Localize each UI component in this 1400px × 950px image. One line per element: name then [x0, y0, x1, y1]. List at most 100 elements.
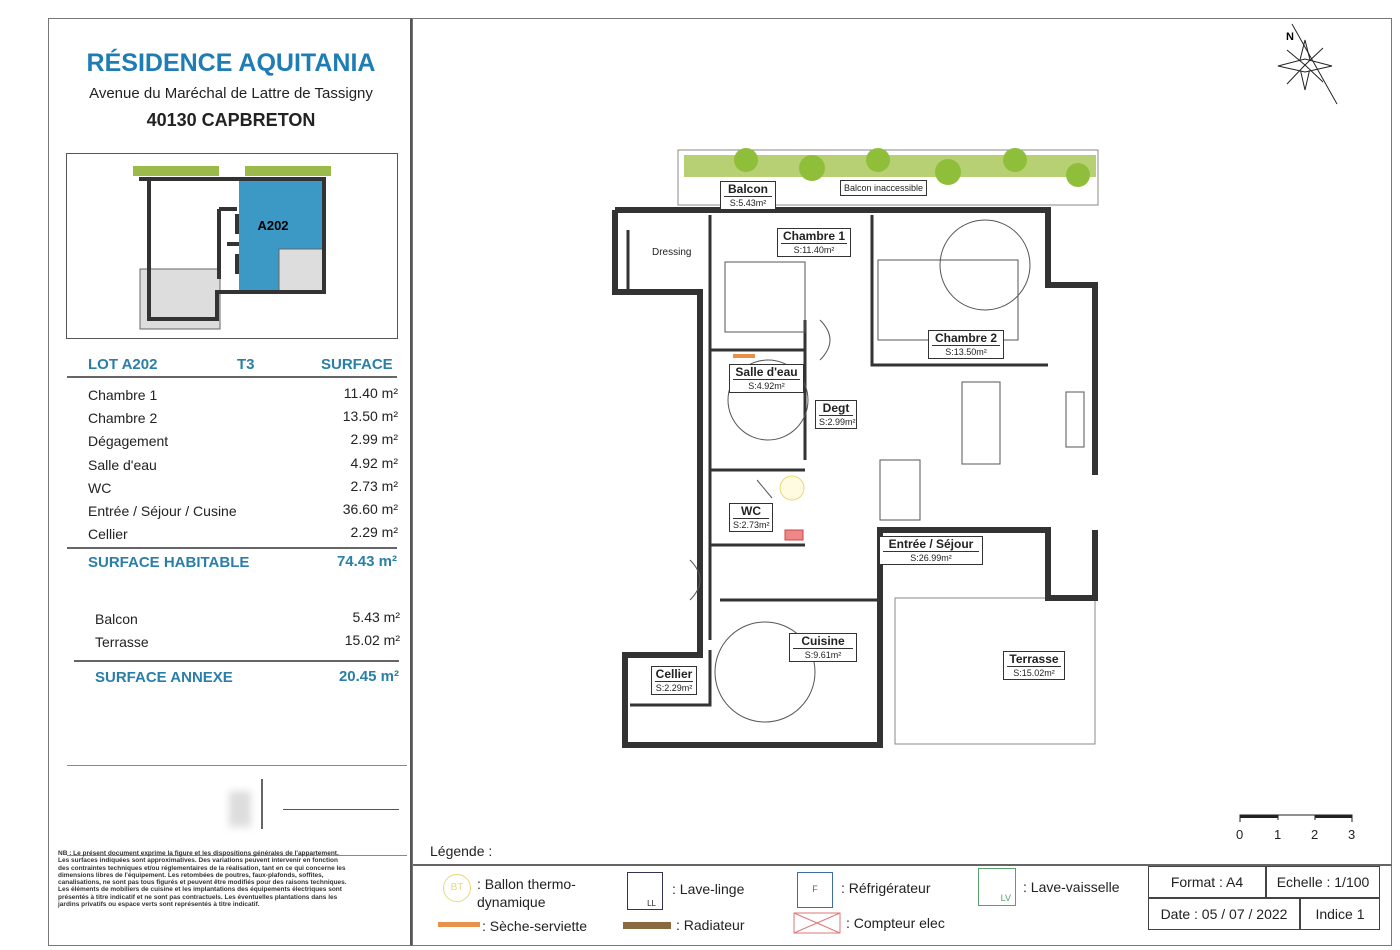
- residence-title: RÉSIDENCE AQUITANIA: [86, 49, 376, 77]
- room-area: 13.50 m²: [342, 408, 398, 425]
- lave-linge-icon: LL: [627, 872, 663, 910]
- room-name: Terrasse: [95, 634, 149, 650]
- annex-table: Balcon 5.43 m² Terrasse 15.02 m²: [95, 609, 400, 657]
- legend-f: : Réfrigérateur: [841, 880, 931, 896]
- room-area: 5.43 m²: [352, 609, 400, 625]
- surface-row: WC 2.73 m²: [88, 477, 398, 503]
- divider: [67, 855, 407, 856]
- annex-label: SURFACE ANNEXE: [95, 669, 233, 686]
- date-cell: Date : 05 / 07 / 2022: [1148, 898, 1300, 930]
- surface-row: Cellier 2.29 m²: [88, 524, 398, 549]
- planters: [684, 148, 1096, 187]
- legend-compteur: : Compteur elec: [846, 915, 945, 931]
- refrigerateur-icon: F: [797, 872, 833, 908]
- key-plan: A202: [66, 153, 398, 339]
- balcon-inaccessible-label: Balcon inaccessible: [840, 180, 928, 196]
- room-name: Balcon: [95, 611, 138, 627]
- divider: [67, 376, 397, 378]
- room-area: 2.99 m²: [350, 431, 398, 448]
- city: 40130 CAPBRETON: [146, 110, 316, 130]
- room-name: WC: [88, 479, 112, 496]
- compass-north: N: [1286, 31, 1294, 43]
- rooms-table: Chambre 1 11.40 m² Chambre 2 13.50 m² Dégage…: [88, 385, 398, 549]
- scale-tick: 3: [1348, 827, 1356, 842]
- radiateur-icon: [623, 922, 671, 929]
- room-name: Chambre 1: [88, 387, 158, 403]
- scale-tick: 1: [1274, 827, 1282, 842]
- compteur-elec-icon: [793, 912, 841, 934]
- room-area: 4.92 m²: [350, 454, 398, 471]
- key-plan-drawing: A202: [133, 166, 331, 330]
- room-area: 15.02 m²: [344, 632, 400, 648]
- planter: [133, 166, 219, 176]
- format-cell: Format : A4: [1148, 866, 1266, 898]
- echelle-cell: Echelle : 1/100: [1266, 866, 1380, 898]
- towel-dryer-symbol: [733, 354, 755, 358]
- room-name: Cellier: [88, 526, 128, 543]
- room-name: Dégagement: [88, 433, 169, 450]
- divider: [67, 547, 397, 549]
- planter: [245, 166, 331, 176]
- legend-title: Légende :: [430, 843, 493, 859]
- blurred-signature: [229, 791, 251, 827]
- lot-label: A202: [257, 218, 288, 233]
- meter-symbol: [784, 529, 804, 541]
- terrace-area: [894, 597, 1096, 745]
- room-name: Chambre 2: [88, 410, 158, 427]
- room-area: 36.60 m²: [342, 500, 398, 517]
- compass-icon: [1277, 23, 1338, 105]
- signature-line: [283, 809, 399, 810]
- bt-icon: BT: [443, 874, 471, 902]
- legend-radiateur: : Radiateur: [676, 917, 745, 933]
- info-panel: RÉSIDENCE AQUITANIA Avenue du Maréchal d…: [48, 18, 412, 946]
- disclaimer: NB : Le présent document exprime la figu…: [58, 850, 347, 909]
- legend-bt: : Ballon thermo-dynamique: [477, 876, 576, 910]
- scale-bar: [1239, 814, 1353, 822]
- surface-row: Salle d'eau 4.92 m²: [88, 454, 398, 480]
- surface-row: Entrée / Séjour / Cusine 36.60 m²: [88, 500, 398, 526]
- surface-row: Terrasse 15.02 m²: [95, 632, 400, 657]
- legend-ll: : Lave-linge: [672, 881, 745, 897]
- annex-total: 20.45 m²: [338, 668, 399, 685]
- room-area: 2.73 m²: [350, 477, 398, 494]
- interior-walls: [623, 215, 1048, 745]
- lot-number: LOT A202: [88, 356, 158, 373]
- surface-row: Dégagement 2.99 m²: [88, 431, 398, 456]
- room-area: 2.29 m²: [350, 524, 398, 541]
- legend-seche: : Sèche-serviette: [482, 918, 588, 934]
- surface-header: SURFACE: [321, 356, 393, 373]
- habitable-total: 74.43 m²: [336, 553, 397, 570]
- lot-type: T3: [237, 356, 255, 373]
- surface-row: Chambre 2 13.50 m²: [88, 408, 398, 433]
- lave-vaisselle-icon: LV: [978, 868, 1016, 906]
- seche-serviette-icon: [438, 922, 480, 927]
- habitable-label: SURFACE HABITABLE: [88, 554, 250, 571]
- indice-cell: Indice 1: [1300, 898, 1380, 930]
- divider: [74, 660, 399, 662]
- legend-lv: : Lave-vaisselle: [1023, 879, 1120, 895]
- dressing-label: Dressing: [652, 247, 692, 258]
- plan-panel: [412, 18, 1392, 946]
- room-area: 11.40 m²: [343, 385, 398, 401]
- bt-symbol: [779, 475, 805, 501]
- divider: [67, 765, 407, 766]
- scale-tick: 0: [1236, 827, 1244, 842]
- balcony-inaccessible-area: [677, 149, 1099, 206]
- room-name: Entrée / Séjour / Cusine: [88, 502, 237, 519]
- address: Avenue du Maréchal de Lattre de Tassigny: [89, 85, 373, 102]
- terrace: [278, 248, 325, 293]
- signature-divider: [261, 779, 263, 829]
- surface-row: Balcon 5.43 m²: [95, 609, 400, 634]
- room-name: Salle d'eau: [88, 456, 157, 473]
